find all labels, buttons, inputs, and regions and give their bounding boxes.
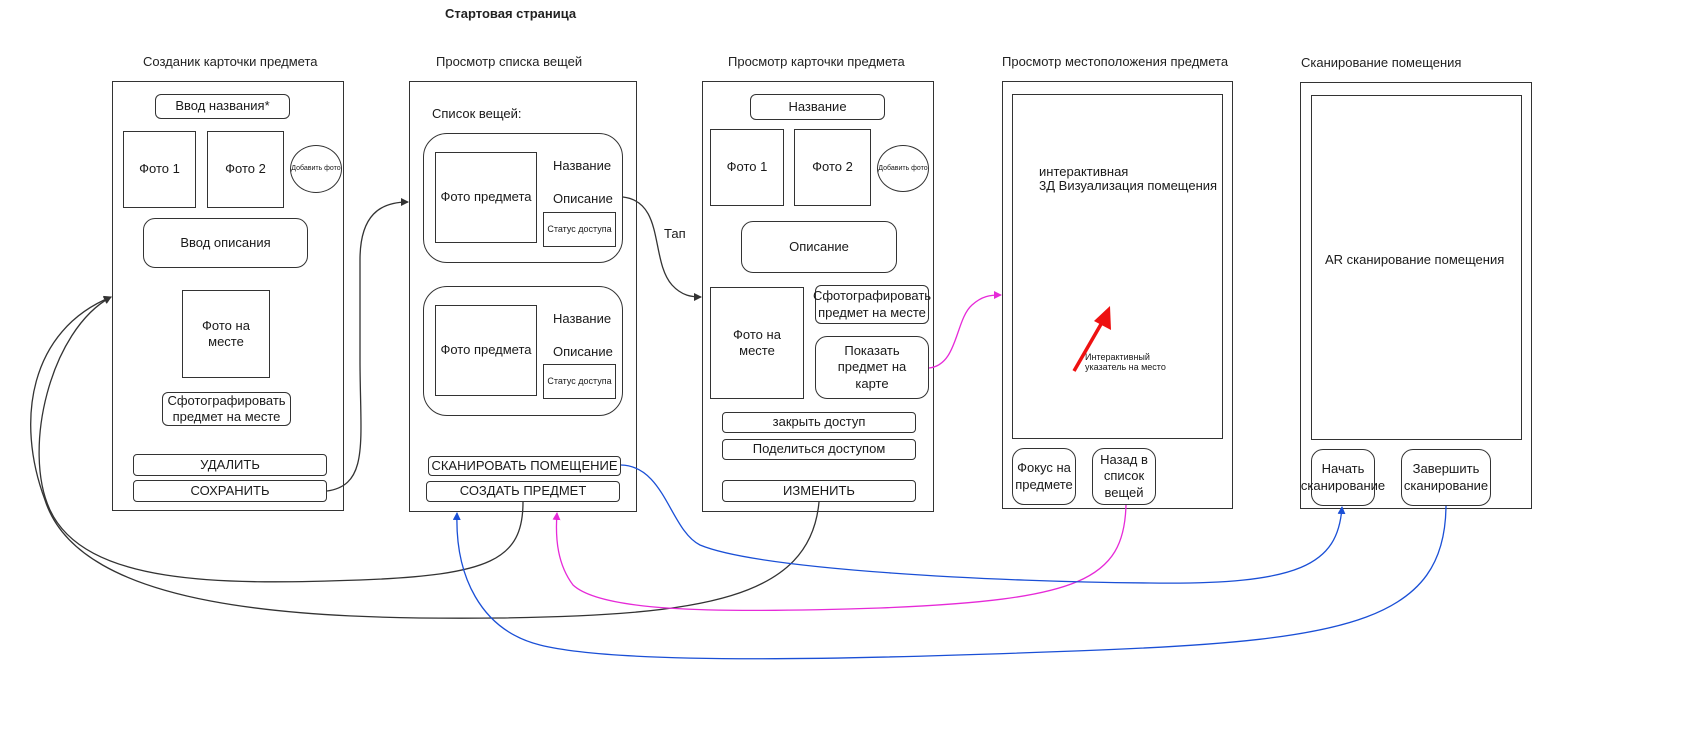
item-name: Название: [553, 311, 612, 326]
list-label: Список вещей:: [432, 106, 522, 121]
tap-label: Тап: [664, 226, 686, 241]
item-access-status: Статус доступа: [543, 212, 616, 247]
place-photo[interactable]: Фото на месте: [182, 290, 270, 378]
photo-1[interactable]: Фото 1: [710, 129, 784, 206]
visualization-label-line2: 3Д Визуализация помещения: [1039, 178, 1218, 193]
place-photo[interactable]: Фото на месте: [710, 287, 804, 399]
take-place-photo-button[interactable]: Сфотографировать предмет на месте: [813, 285, 931, 324]
connector-back-to-list: [552, 504, 1127, 612]
item-photo: Фото предмета: [435, 152, 537, 243]
screen-title-list: Просмотр списка вещей: [436, 54, 583, 69]
item-photo: Фото предмета: [435, 305, 537, 396]
connector-map-to-location: [928, 291, 1002, 369]
take-place-photo-button[interactable]: Сфотографировать предмет на месте: [162, 392, 291, 426]
item-description: Описание: [553, 191, 613, 206]
photo-2[interactable]: Фото 2: [207, 131, 284, 208]
screen-title-card: Просмотр карточки предмета: [728, 54, 905, 69]
room-3d-visualization[interactable]: [1012, 94, 1223, 439]
scan-room-button[interactable]: СКАНИРОВАТЬ ПОМЕЩЕНИЕ: [428, 456, 621, 476]
screen-title-scanning: Сканирование помещения: [1301, 55, 1462, 70]
delete-button[interactable]: УДАЛИТЬ: [133, 454, 327, 476]
share-access-button[interactable]: Поделиться доступом: [722, 439, 916, 460]
create-item-button[interactable]: СОЗДАТЬ ПРЕДМЕТ: [426, 481, 620, 502]
ar-scanning-view[interactable]: [1311, 95, 1522, 440]
ar-scanning-label: AR сканирование помещения: [1325, 252, 1505, 267]
save-button[interactable]: СОХРАНИТЬ: [133, 480, 327, 502]
description-input[interactable]: Ввод описания: [143, 218, 308, 268]
start-scanning-button[interactable]: Начать сканирование: [1301, 449, 1385, 506]
edit-button[interactable]: ИЗМЕНИТЬ: [722, 480, 916, 502]
close-access-button[interactable]: закрыть доступ: [722, 412, 916, 433]
pointer-arrow-icon[interactable]: [1070, 303, 1118, 375]
add-photo-button[interactable]: Добавить фото: [290, 145, 342, 193]
pointer-label: Интерактивный указатель на место: [1085, 352, 1166, 373]
item-description: Описание: [553, 344, 613, 359]
add-photo-button[interactable]: Добавить фото: [877, 145, 929, 192]
finish-scanning-button[interactable]: Завершить сканирование: [1401, 449, 1491, 506]
back-to-list-button[interactable]: Назад в список вещей: [1092, 448, 1156, 505]
focus-on-item-button[interactable]: Фокус на предмете: [1012, 448, 1076, 505]
page-title: Стартовая страница: [445, 6, 577, 21]
item-name-field: Название: [750, 94, 885, 120]
visualization-label-line1: интерактивная: [1039, 164, 1129, 179]
item-access-status: Статус доступа: [543, 364, 616, 399]
connector-finish-to-list: [452, 505, 1447, 660]
screen-title-create: Созданик карточки предмета: [143, 54, 318, 69]
name-input[interactable]: Ввод названия*: [155, 94, 290, 119]
photo-2[interactable]: Фото 2: [794, 129, 871, 206]
item-name: Название: [553, 158, 612, 173]
photo-1[interactable]: Фото 1: [123, 131, 196, 208]
show-on-map-button[interactable]: Показать предмет на карте: [815, 336, 929, 399]
description-field: Описание: [741, 221, 897, 273]
screen-title-location: Просмотр местоположения предмета: [1002, 54, 1229, 69]
